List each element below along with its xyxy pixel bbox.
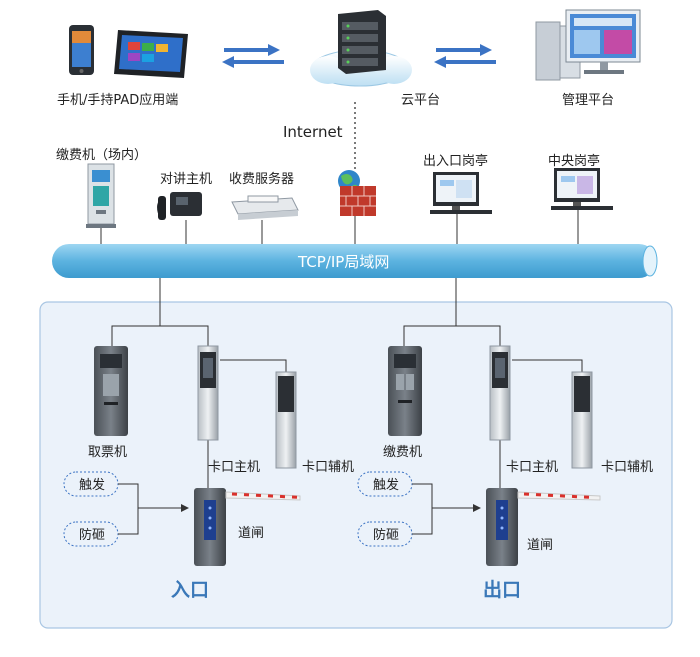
ticket-machine-label: 取票机 bbox=[88, 445, 127, 460]
receipt-printer-icon bbox=[231, 195, 299, 220]
checkpoint-aux-unit-icon bbox=[571, 371, 593, 469]
entrance-lane: 取票机 卡口主机 卡口辅机 触发 防砸 道闸 bbox=[63, 325, 354, 601]
bidirectional-arrow-icon bbox=[222, 44, 284, 68]
barrier-gate-icon bbox=[486, 488, 601, 566]
intercom-label: 对讲主机 bbox=[160, 172, 212, 187]
central-booth-label: 中央岗亭 bbox=[548, 153, 600, 169]
exit-lane: 缴费机 卡口主机 卡口辅机 触发 防砸 道闸 bbox=[357, 325, 653, 601]
payment-machine-label: 缴费机 bbox=[383, 445, 422, 460]
exit-main-unit-label: 卡口主机 bbox=[506, 460, 558, 475]
payment-machine-icon bbox=[388, 346, 422, 436]
barrier-gate-icon bbox=[194, 488, 301, 566]
internet-label: Internet bbox=[283, 123, 343, 141]
fee-server-label: 收费服务器 bbox=[229, 171, 294, 187]
entrance-aux-unit-label: 卡口辅机 bbox=[302, 460, 354, 475]
desktop-monitor-icon bbox=[551, 168, 613, 210]
mobile-label: 手机/手持PAD应用端 bbox=[57, 92, 178, 108]
gate-booth-label: 出入口岗亭 bbox=[423, 153, 488, 169]
computer-workstation-icon bbox=[535, 9, 641, 81]
entrance-main-unit-label: 卡口主机 bbox=[208, 460, 260, 475]
entrance-anti-smash-label: 防砸 bbox=[79, 527, 105, 543]
kiosk-icon bbox=[86, 163, 116, 228]
exit-aux-unit-label: 卡口辅机 bbox=[601, 460, 653, 475]
telephone-icon bbox=[157, 192, 202, 220]
lan-label: TCP/IP局域网 bbox=[297, 253, 389, 271]
exit-barrier-label: 道闸 bbox=[527, 538, 553, 553]
payment-kiosk-label: 缴费机（场内） bbox=[56, 147, 147, 163]
management-platform-label: 管理平台 bbox=[562, 93, 614, 108]
exit-zone-label: 出口 bbox=[483, 578, 521, 601]
server-rack-icon bbox=[338, 10, 386, 74]
exit-anti-smash-label: 防砸 bbox=[373, 527, 399, 543]
entrance-trigger-label: 触发 bbox=[79, 477, 105, 493]
entrance-barrier-label: 道闸 bbox=[238, 526, 264, 541]
checkpoint-aux-unit-icon bbox=[275, 371, 297, 469]
exit-trigger-label: 触发 bbox=[373, 477, 399, 493]
firewall-icon bbox=[340, 186, 376, 216]
bidirectional-arrow-icon bbox=[434, 44, 496, 68]
checkpoint-main-unit-icon bbox=[197, 345, 219, 441]
tablet-icon bbox=[114, 30, 188, 78]
checkpoint-main-unit-icon bbox=[489, 345, 511, 441]
network-connections bbox=[100, 210, 579, 244]
entrance-zone-label: 入口 bbox=[171, 579, 209, 601]
ticket-machine-icon bbox=[94, 346, 128, 436]
smartphone-icon bbox=[69, 25, 94, 75]
desktop-monitor-icon bbox=[430, 172, 492, 214]
tcp-ip-lan-bus: TCP/IP局域网 bbox=[52, 244, 658, 278]
cloud-platform-label: 云平台 bbox=[401, 93, 440, 108]
